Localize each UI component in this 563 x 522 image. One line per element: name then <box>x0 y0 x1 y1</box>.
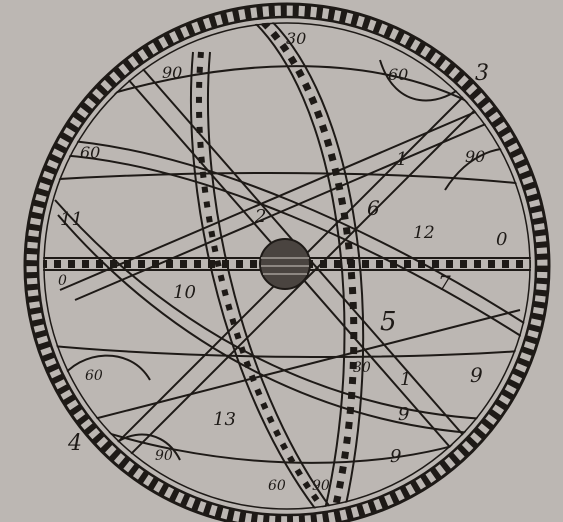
degree-30-top: 30 <box>286 29 306 48</box>
degree-0-right: 0 <box>496 229 507 250</box>
degree-60-right: 60 <box>388 65 408 84</box>
degree-0-left: 0 <box>58 273 67 289</box>
label-10: 10 <box>173 282 196 303</box>
degree-60-bottom: 60 <box>268 478 286 494</box>
degree-90-top: 90 <box>162 63 182 82</box>
degree-90-right: 90 <box>465 147 485 166</box>
label-9: 9 <box>470 363 483 387</box>
label-3: 3 <box>475 61 489 86</box>
label-9-lower: 9 <box>398 404 409 425</box>
label-1: 1 <box>400 369 411 390</box>
label-11: 11 <box>60 209 83 230</box>
label-2: 2 <box>254 206 266 227</box>
label-13: 13 <box>213 409 236 430</box>
second-colure-band <box>191 52 336 515</box>
label-6: 6 <box>367 196 380 220</box>
degree-60-lower-left: 60 <box>85 368 103 384</box>
earth-globe <box>260 239 310 289</box>
degree-90-lower-left: 90 <box>155 448 173 464</box>
degree-90-bottom: 90 <box>312 478 330 494</box>
label-12: 12 <box>413 223 435 243</box>
label-5: 5 <box>380 307 397 337</box>
label-1-upper: 1 <box>396 149 407 170</box>
label-7: 7 <box>438 271 451 295</box>
degree-6-lower-right: 9 <box>390 446 401 467</box>
degree-60-left: 60 <box>80 143 100 162</box>
degree-30-lower: 30 <box>353 360 371 376</box>
label-4: 4 <box>67 431 82 456</box>
